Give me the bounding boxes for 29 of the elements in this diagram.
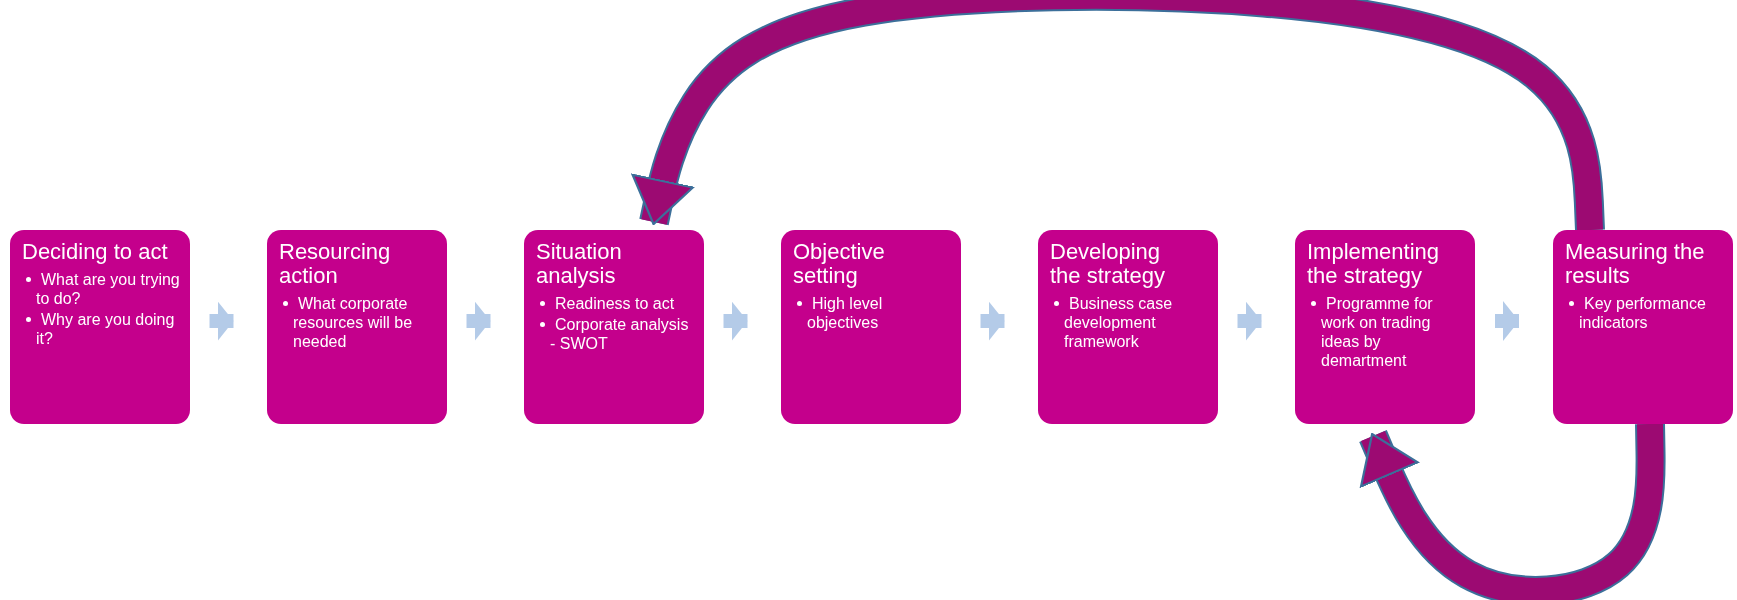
block-arrow bbox=[980, 301, 1005, 341]
process-box bbox=[10, 230, 190, 424]
step-title: Objective setting bbox=[793, 240, 886, 288]
block-arrow bbox=[209, 301, 234, 341]
process-box bbox=[524, 230, 704, 424]
bullet-text: Business case development framework bbox=[1064, 295, 1173, 350]
block-arrow bbox=[1237, 301, 1262, 341]
bullet-text: Why are you doing it? bbox=[36, 311, 175, 347]
step-title: Situation analysis bbox=[536, 240, 623, 288]
bullet-text: Readiness to act bbox=[555, 295, 675, 312]
step-title: Deciding to act bbox=[22, 240, 169, 264]
process-box bbox=[267, 230, 447, 424]
block-arrow bbox=[723, 301, 748, 341]
bullet-text: Key performance indicators bbox=[1579, 295, 1706, 331]
step-title: Resourcing action bbox=[279, 240, 392, 288]
bullet-text: Corporate analysis - SWOT bbox=[550, 316, 689, 352]
process-box bbox=[781, 230, 961, 424]
step-title: Implementing the strategy bbox=[1307, 240, 1441, 288]
bullet-text: What corporate resources will be needed bbox=[293, 295, 413, 350]
process-box bbox=[1553, 230, 1733, 424]
step-title: Measuring the results bbox=[1565, 240, 1706, 288]
bullet-text: High level objectives bbox=[807, 295, 883, 331]
block-arrow bbox=[466, 301, 491, 341]
bullet-text: Programme for work on trading ideas by demartment bbox=[1321, 295, 1433, 369]
process-box bbox=[1295, 230, 1475, 424]
bullet-text: What are you trying to do? bbox=[36, 271, 180, 307]
process-box bbox=[1038, 230, 1218, 424]
step-title: Developing the strategy bbox=[1050, 240, 1166, 288]
block-arrow bbox=[1495, 301, 1519, 341]
